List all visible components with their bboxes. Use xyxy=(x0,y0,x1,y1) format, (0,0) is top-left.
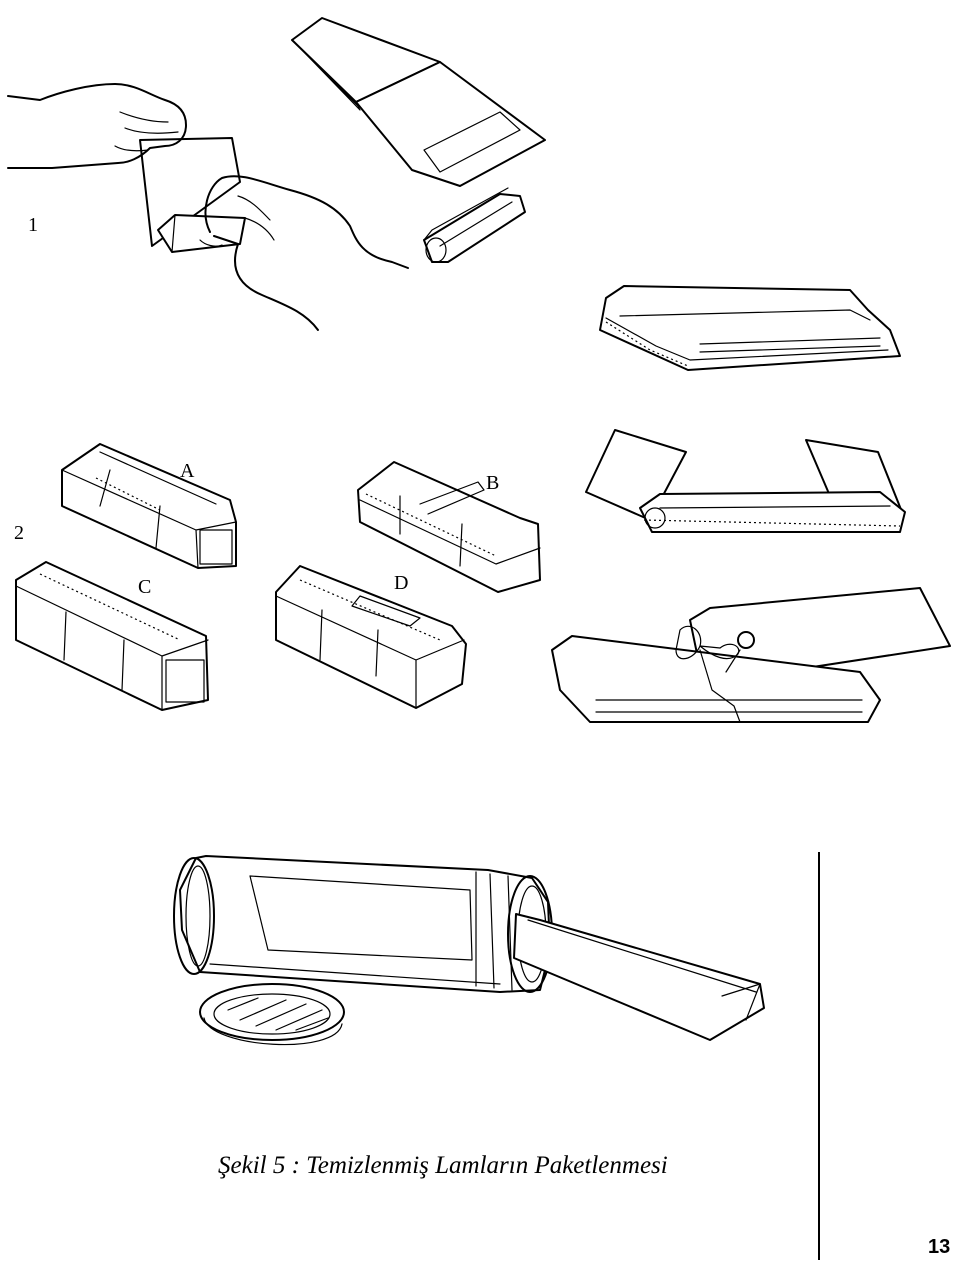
label-a: A xyxy=(180,460,195,482)
figure-caption: Şekil 5 : Temizlenmiş Lamların Paketlenm… xyxy=(218,1152,668,1179)
step-1-label: 1 xyxy=(28,214,38,236)
tied-package-drawing xyxy=(551,587,951,723)
package-b-drawing xyxy=(357,461,541,593)
label-d: D xyxy=(394,572,409,594)
hands-wrapping-drawing xyxy=(7,83,409,331)
package-a-drawing xyxy=(61,443,237,569)
vertical-rule xyxy=(818,852,820,1260)
label-b: B xyxy=(486,472,500,494)
step-2-label: 2 xyxy=(14,522,24,544)
tube-container-drawing xyxy=(173,855,765,1046)
wrapped-slide-drawing xyxy=(423,187,526,263)
paper-folder-drawing xyxy=(291,17,546,187)
package-c-drawing xyxy=(15,561,209,711)
folded-sheet-drawing-1 xyxy=(599,285,901,371)
folded-sheet-drawing-2 xyxy=(585,429,906,533)
package-d-drawing xyxy=(275,565,467,709)
page-number: 13 xyxy=(928,1236,951,1258)
label-c: C xyxy=(138,576,152,598)
